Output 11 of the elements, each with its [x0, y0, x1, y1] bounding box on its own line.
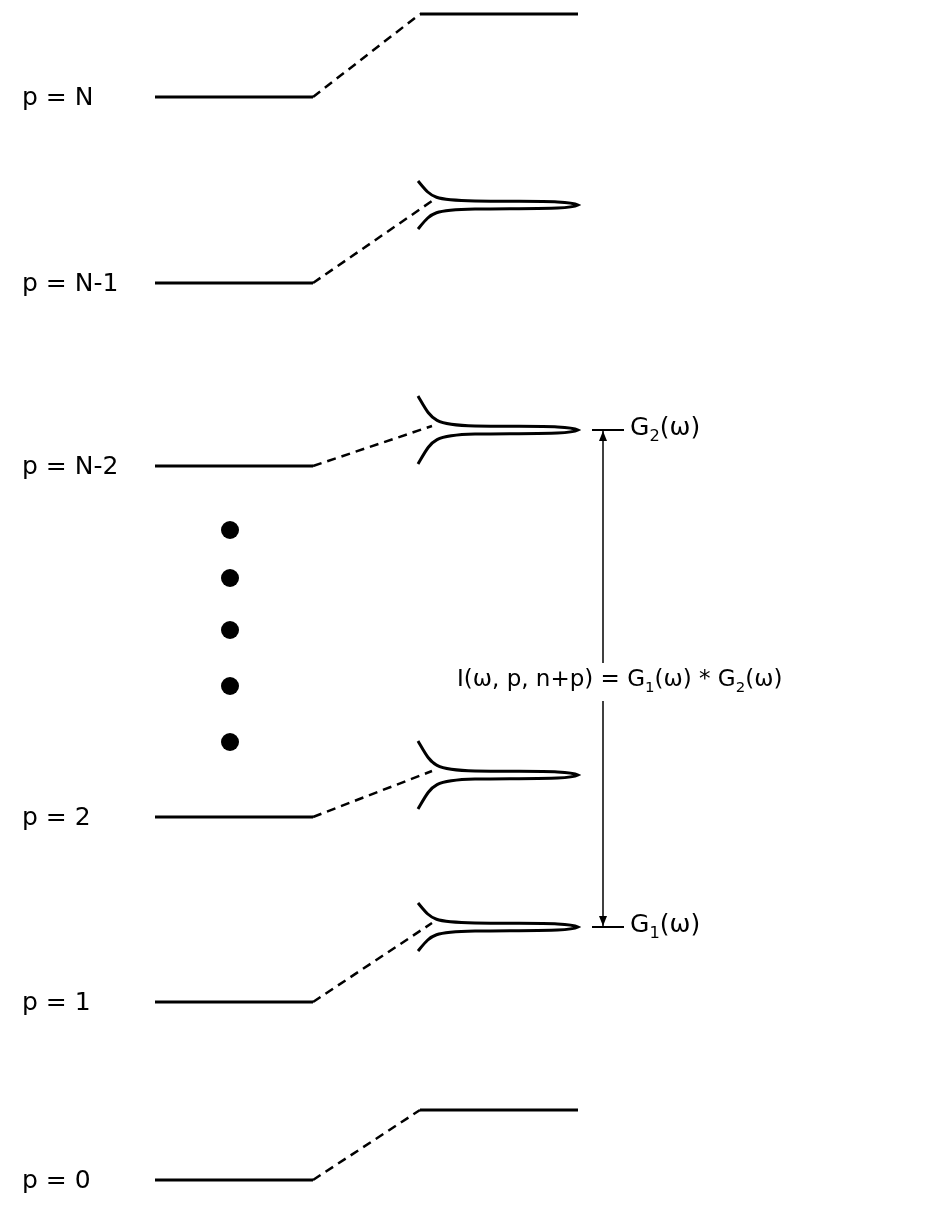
double-arrow [599, 430, 607, 927]
level-label: p = N-1 [22, 268, 119, 298]
tick-mark [592, 926, 624, 928]
level-label: p = N [22, 82, 94, 112]
level-label: p = N-2 [22, 451, 119, 481]
level-label: p = 1 [22, 987, 91, 1017]
function-label: G$_{1}$(ω) [630, 909, 701, 944]
function-label: G$_{2}$(ω) [630, 412, 701, 447]
tick-mark [592, 429, 624, 431]
level-label: p = 2 [22, 802, 91, 832]
level-label: p = 0 [22, 1165, 91, 1195]
